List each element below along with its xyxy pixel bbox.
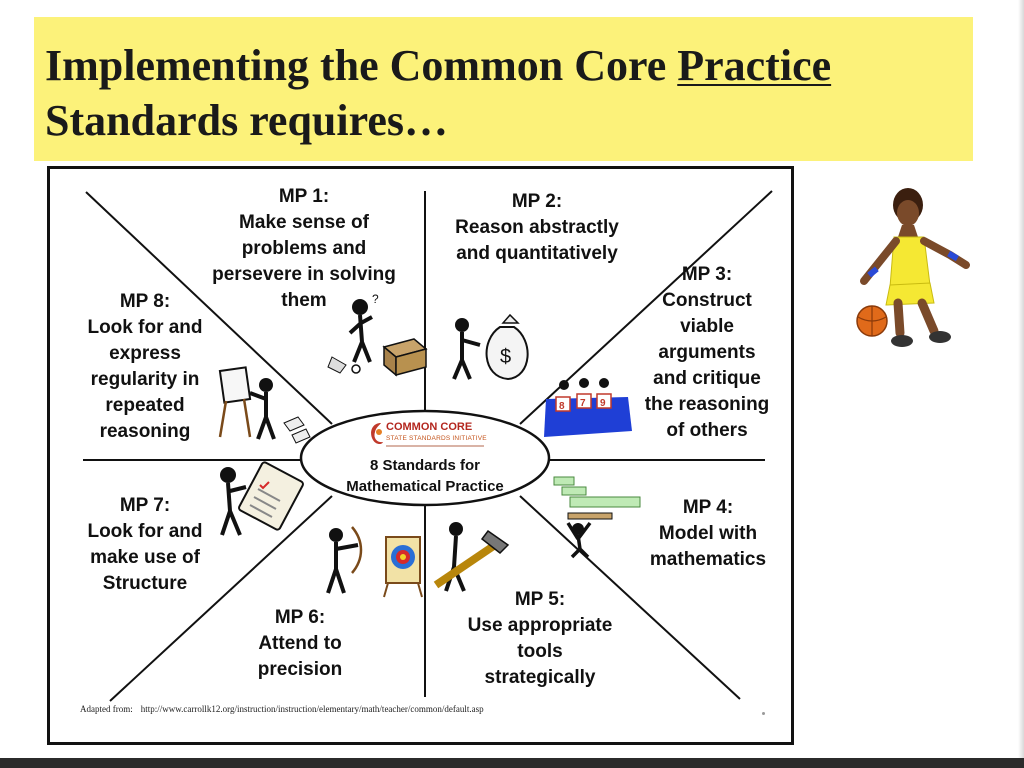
mp5-line: Use appropriate <box>467 615 613 636</box>
mp1-line: persevere in solving <box>212 264 396 285</box>
mp7-line: make use of <box>90 547 200 568</box>
title-line-1: Implementing the Common Core Practice <box>45 41 832 90</box>
mp3-line: Construct <box>662 290 752 311</box>
mp5-line: tools <box>517 641 563 662</box>
title-underlined-word: Practice <box>677 41 832 90</box>
judges-panel-icon: 8 7 9 <box>544 378 632 437</box>
clipboard-checklist-icon <box>220 461 304 536</box>
mp1-line: Make sense of <box>239 212 369 233</box>
source-footnote: Adapted from:http://www.carrollk12.org/i… <box>80 704 484 714</box>
mp8-line: MP 8: <box>119 291 171 312</box>
mp5-label: MP 5: Use appropriate tools strategically <box>445 587 635 691</box>
mp8-label: MP 8: Look for and express regularity in rep… <box>70 289 220 445</box>
mp6-line: precision <box>257 659 343 680</box>
mp5-line: strategically <box>484 667 596 688</box>
svg-text:7: 7 <box>580 398 586 409</box>
mp3-line: viable <box>680 316 734 337</box>
logo-swirl-icon <box>371 423 383 445</box>
puzzled-figure-with-box-icon: ? <box>327 292 428 377</box>
mp1-line: them <box>281 290 327 311</box>
mp3-line: the reasoning <box>644 394 770 415</box>
svg-text:$: $ <box>500 346 511 368</box>
title-line-2: Standards requires… <box>45 96 449 145</box>
mp1-line: MP 1: <box>278 186 330 207</box>
diagram-divider-lines <box>83 190 773 702</box>
mp2-label: MP 2: Reason abstractly and quantitatively <box>432 189 642 267</box>
mp6-line: MP 6: <box>274 607 326 628</box>
mp4-line: mathematics <box>649 549 767 570</box>
svg-text:9: 9 <box>600 398 606 409</box>
mp8-line: repeated <box>105 395 185 416</box>
building-model-icon <box>553 476 641 559</box>
mp6-label: MP 6: Attend to precision <box>230 605 370 683</box>
mp8-line: regularity in <box>90 369 200 390</box>
mp7-line: MP 7: <box>119 495 171 516</box>
mp6-line: Attend to <box>258 633 342 654</box>
mp7-label: MP 7: Look for and make use of Structure <box>70 493 220 597</box>
mp4-line: MP 4: <box>682 497 734 518</box>
easel-figure-icon <box>218 366 311 444</box>
common-core-logo: COMMON CORE STATE STANDARDS INITIATIVE <box>368 418 488 452</box>
mp3-line: and critique <box>653 368 761 389</box>
mp1-line: problems and <box>241 238 367 259</box>
mp4-label: MP 4: Model with mathematics <box>628 495 788 573</box>
mp3-line: MP 3: <box>681 264 733 285</box>
center-label: 8 Standards for Mathematical Practice <box>346 457 504 495</box>
mp7-line: Look for and <box>87 521 203 542</box>
svg-text:?: ? <box>372 292 379 306</box>
mp8-line: Look for and <box>87 317 203 338</box>
mp8-line: express <box>109 343 181 364</box>
mp1-label: MP 1: Make sense of problems and persevere … <box>194 184 414 314</box>
mp7-line: Structure <box>102 573 188 594</box>
title-banner: Implementing the Common Core Practice St… <box>34 17 973 161</box>
mp8-line: reasoning <box>99 421 191 442</box>
hammer-tool-icon <box>433 522 510 592</box>
basketball-player-icon <box>856 188 970 347</box>
archer-target-icon <box>326 526 423 598</box>
mp2-line: and quantitatively <box>456 243 618 264</box>
mp4-line: Model with <box>658 523 758 544</box>
mp2-line: Reason abstractly <box>455 217 619 238</box>
mp3-line: arguments <box>658 342 756 363</box>
money-bag-icon: $ <box>452 313 529 381</box>
practice-standards-diagram: COMMON CORE STATE STANDARDS INITIATIVE 8… <box>47 166 794 745</box>
mp3-label: MP 3: Construct viable arguments and critiqu… <box>622 262 792 444</box>
svg-text:8: 8 <box>559 401 565 412</box>
mp2-line: MP 2: <box>511 191 563 212</box>
mp3-line: of others <box>666 420 748 441</box>
mp5-line: MP 5: <box>514 589 566 610</box>
